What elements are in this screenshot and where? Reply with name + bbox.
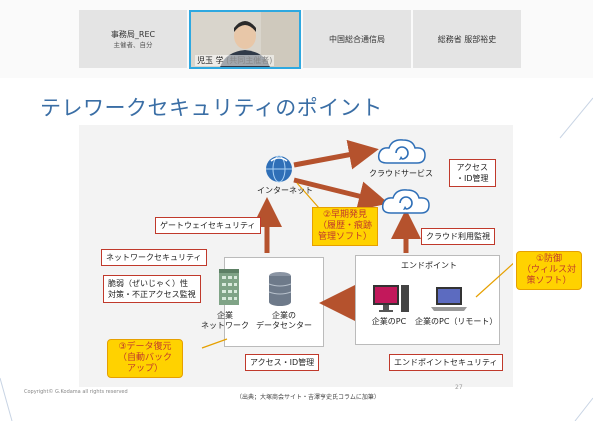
participant-name: 中国総合通信局 (329, 34, 385, 44)
diagram-arrows (201, 139, 513, 349)
slide-title: テレワークセキュリティのポイント (40, 96, 383, 120)
participant-role: 主催者、自分 (113, 40, 153, 49)
cloud-service-icon (377, 139, 426, 164)
datacenter-database-icon (268, 272, 292, 306)
office-pc-icon (373, 285, 409, 312)
callout-defense: ①防御 （ウィルス対 策ソフト） (516, 251, 582, 290)
slide-source: （出典；大塚商会サイト・吉澤亨史氏コラムに加筆） (236, 394, 380, 401)
participant-video-active-speaker[interactable]: 児玉 学 (共同主催者) (189, 10, 301, 69)
cloud-service-label: クラウドサービス (369, 169, 433, 178)
cloud-icon (381, 189, 430, 214)
vulnerability-label: 脆弱（ぜいじゃく）性 対策・不正アクセス監視 (103, 275, 201, 303)
participant-name: 事務局_REC (110, 29, 156, 39)
endpoint-security-label: エンドポイントセキュリティ (389, 354, 503, 371)
participant-tile-chugoku[interactable]: 中国総合通信局 (303, 10, 411, 68)
internet-label: インターネット (257, 186, 313, 195)
slide-copyright: Copyright© G.Kodama all rights reserved (24, 389, 128, 395)
security-diagram: インターネット クラウドサービス アクセス ・ID管理 クラウド利用監視 ゲート… (79, 125, 582, 387)
access-id-dc-label: アクセス・ID管理 (245, 354, 320, 371)
shared-slide: テレワークセキュリティのポイント (0, 78, 593, 421)
slide-decoration (0, 97, 593, 421)
network-security-label: ネットワークセキュリティ (101, 249, 207, 266)
callout-detection: ②早期発見 （履歴・痕跡 管理ソフト） (312, 207, 378, 246)
remote-laptop-icon (431, 287, 467, 311)
datacenter-label: 企業の データセンター (256, 311, 312, 330)
participant-name: 総務省 服部裕史 (437, 34, 497, 44)
enterprise-network-label: 企業 ネットワーク (201, 311, 249, 330)
remote-pc-label: 企業のPC（リモート） (415, 317, 498, 326)
participant-tile-soumu[interactable]: 総務省 服部裕史 (413, 10, 521, 68)
participant-strip: 事務局_REC 主催者、自分 児玉 学 (共同主催者) 中国総合通信局 総務省 … (0, 0, 593, 78)
access-id-cloud-label: アクセス ・ID管理 (449, 159, 496, 187)
endpoint-label: エンドポイント (401, 261, 457, 270)
participant-tile-rec[interactable]: 事務局_REC 主催者、自分 (79, 10, 187, 68)
callout-recovery: ③データ復元 （自動バック アップ） (107, 339, 183, 378)
slide-page-number: 27 (455, 384, 463, 391)
enterprise-building-icon (219, 269, 239, 305)
office-pc-label: 企業のPC (371, 317, 407, 326)
participant-name-label: 児玉 学 (共同主催者) (195, 55, 275, 66)
cloud-monitor-label: クラウド利用監視 (421, 228, 495, 245)
gateway-security-label: ゲートウェイセキュリティ (155, 217, 261, 234)
internet-globe-icon (266, 155, 292, 183)
